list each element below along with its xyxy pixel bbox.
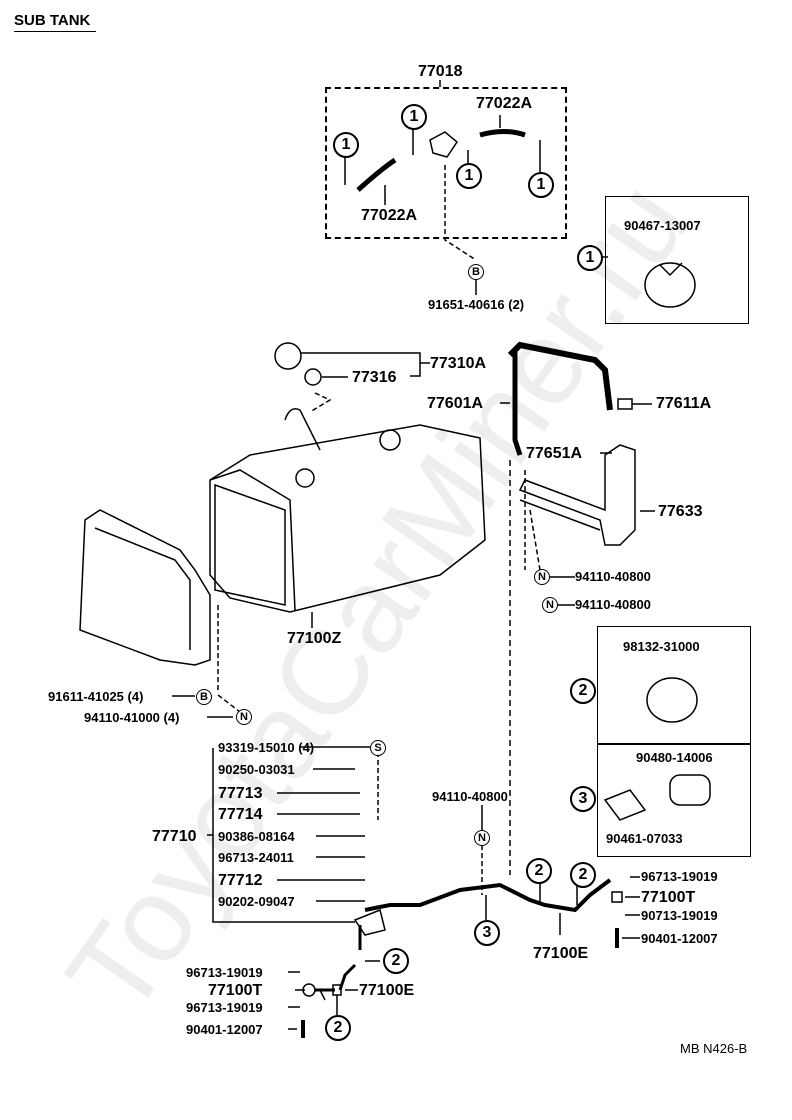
diagram-code: MB N426-B [680,1041,748,1056]
part-77310A[interactable]: 77310A [430,355,487,372]
callout-2[interactable]: 2 [325,1015,351,1041]
part-98132-31000[interactable]: 98132-31000 [623,639,700,654]
part-94110-40800-b[interactable]: 94110-40800 [575,597,651,612]
callout-2[interactable]: 2 [383,948,409,974]
part-94110-41000[interactable]: 94110-41000 (4) [84,710,180,725]
part-77714[interactable]: 77714 [218,806,263,823]
part-90401-12007-left[interactable]: 90401-12007 [186,1022,263,1037]
callout-1[interactable]: 1 [528,172,554,198]
part-91611-41025[interactable]: 91611-41025 (4) [48,689,144,704]
part-94110-40800-c[interactable]: 94110-40800 [432,789,508,804]
part-77633[interactable]: 77633 [658,503,703,520]
callout-N[interactable]: N [534,569,550,585]
part-90467-13007[interactable]: 90467-13007 [624,218,701,233]
part-96713-19019-left-1[interactable]: 96713-19019 [186,965,263,980]
part-77713[interactable]: 77713 [218,785,263,802]
part-77100T-left[interactable]: 77100T [208,982,263,999]
callout-B[interactable]: B [196,689,212,705]
callout-2[interactable]: 2 [526,858,552,884]
part-91651-40616[interactable]: 91651-40616 (2) [428,297,525,312]
part-77611A[interactable]: 77611A [656,395,712,412]
diagram-title: SUB TANK [14,12,97,32]
part-77022A-bottom[interactable]: 77022A [361,207,418,224]
part-77018[interactable]: 77018 [418,63,463,80]
part-90401-12007-right[interactable]: 90401-12007 [641,931,718,946]
callout-2[interactable]: 2 [570,678,596,704]
part-90202-09047[interactable]: 90202-09047 [218,894,295,909]
part-90480-14006[interactable]: 90480-14006 [636,750,713,765]
part-77710[interactable]: 77710 [152,828,197,845]
callout-2[interactable]: 2 [570,862,596,888]
part-90713-19019[interactable]: 90713-19019 [641,908,718,923]
part-77651A[interactable]: 77651A [526,445,583,462]
part-77712[interactable]: 77712 [218,872,263,889]
part-77022A-top[interactable]: 77022A [476,95,533,112]
part-94110-40800-a[interactable]: 94110-40800 [575,569,651,584]
part-77100E-right[interactable]: 77100E [533,945,589,962]
callout-N[interactable]: N [542,597,558,613]
clamp-detail-box-3 [597,743,751,857]
part-77100Z[interactable]: 77100Z [287,630,342,647]
callout-1[interactable]: 1 [577,245,603,271]
callout-B[interactable]: B [468,264,484,280]
valve-assembly-box-77018 [325,87,567,239]
part-96713-24011[interactable]: 96713-24011 [218,850,294,865]
part-96713-19019-left-2[interactable]: 96713-19019 [186,1000,263,1015]
callout-1[interactable]: 1 [456,163,482,189]
callout-3[interactable]: 3 [474,920,500,946]
clamp-detail-box-1 [605,196,749,324]
part-90386-08164[interactable]: 90386-08164 [218,829,295,844]
part-77100T-right[interactable]: 77100T [641,889,696,906]
callout-1[interactable]: 1 [333,132,359,158]
part-90250-03031[interactable]: 90250-03031 [218,762,295,777]
part-77100E-left[interactable]: 77100E [359,982,415,999]
part-96713-19019-right[interactable]: 96713-19019 [641,869,718,884]
callout-S[interactable]: S [370,740,386,756]
part-93319-15010[interactable]: 93319-15010 (4) [218,740,315,755]
part-90461-07033[interactable]: 90461-07033 [606,831,683,846]
callout-N[interactable]: N [236,709,252,725]
callout-3[interactable]: 3 [570,786,596,812]
part-77316[interactable]: 77316 [352,369,397,386]
part-77601A[interactable]: 77601A [427,395,484,412]
callout-1[interactable]: 1 [401,104,427,130]
callout-N[interactable]: N [474,830,490,846]
clamp-detail-box-2 [597,626,751,745]
